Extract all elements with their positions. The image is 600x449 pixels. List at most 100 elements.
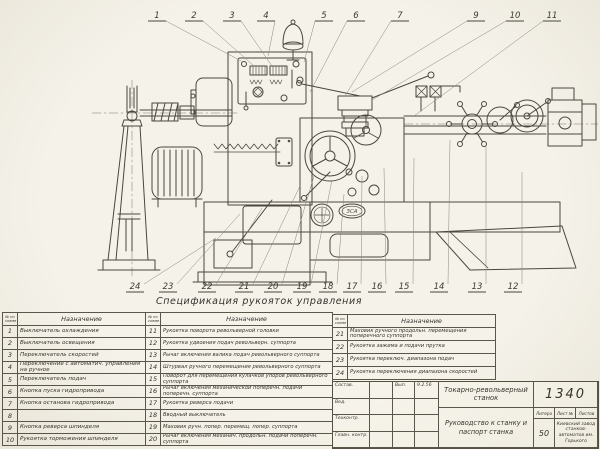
row-number: 10 <box>2 433 18 447</box>
bar-stock-stand <box>97 85 161 271</box>
doc-title: Руководство к станку и паспорт станка <box>439 408 534 448</box>
callout-1: 1 <box>148 11 244 63</box>
sign-signature: Вып. <box>393 382 415 399</box>
sheet-number: 50 <box>534 419 555 448</box>
listov-label: Листов <box>576 408 598 419</box>
sign-signature <box>393 398 415 415</box>
bed-base <box>192 199 577 286</box>
svg-text:24: 24 <box>130 282 141 292</box>
dial-gauge <box>310 203 334 227</box>
sign-date <box>415 431 439 448</box>
callout-2: 2 <box>185 11 255 67</box>
callout-9: 9 <box>351 11 485 93</box>
svg-text:13: 13 <box>472 282 483 292</box>
row-number: 14 <box>145 361 161 374</box>
svg-text:20: 20 <box>268 282 279 292</box>
row-name: Кнопка пуска гидропривода <box>17 385 146 399</box>
litera-label: Литера <box>534 408 555 419</box>
callout-16: 16 <box>368 167 387 293</box>
svg-text:2: 2 <box>191 11 196 21</box>
svg-text:5: 5 <box>321 11 326 21</box>
callout-5: 5 <box>303 11 333 63</box>
row-number: 22 <box>332 340 348 354</box>
row-name: Рукоятка удвоения подач револьверн. супп… <box>160 337 333 350</box>
row-number: 8 <box>2 409 18 423</box>
svg-text:9: 9 <box>473 11 478 21</box>
spindle-bracket <box>190 77 233 127</box>
svg-text:6: 6 <box>353 11 359 21</box>
sign-signature <box>393 415 415 432</box>
callout-19: 19 <box>293 179 333 293</box>
row-number: 15 <box>145 373 161 386</box>
sign-cell <box>370 415 393 432</box>
callout-3: 3 <box>223 11 273 67</box>
list-label: Лист № <box>555 408 576 419</box>
row-number: 12 <box>145 337 161 350</box>
row-name: Рычаг включения валика подач револьверно… <box>160 349 333 362</box>
sign-cell <box>370 382 393 399</box>
machine-drawing: ЗСА 123456791011242322212019181716151413… <box>91 11 599 293</box>
row-number: 7 <box>2 397 18 411</box>
row-number: 13 <box>145 349 161 362</box>
row-number: 4 <box>2 360 18 375</box>
svg-text:4: 4 <box>263 11 268 21</box>
tailstock <box>510 87 597 147</box>
svg-text:7: 7 <box>397 11 403 21</box>
headstock <box>227 51 313 206</box>
row-number: 19 <box>145 421 161 434</box>
sign-cell <box>370 431 393 448</box>
row-number: 11 <box>145 325 161 338</box>
sign-date <box>415 415 439 432</box>
svg-text:14: 14 <box>434 282 445 292</box>
row-number: 20 <box>145 433 161 446</box>
callout-12: 12 <box>504 172 523 293</box>
machine-model: 1340 <box>534 382 598 408</box>
col-header-name: Назначение <box>160 312 333 326</box>
spec-row: 8 <box>2 409 146 423</box>
feed-rack <box>213 137 293 167</box>
callout-24: 24 <box>126 237 217 293</box>
row-number: 9 <box>2 421 18 435</box>
title-block-main: Токарно-револьверный станок 1340 Руковод… <box>439 382 598 448</box>
row-name: Штурвал ручного перемещения револьверног… <box>160 361 333 374</box>
sign-date: 9.2.56 <box>415 382 439 399</box>
sign-date <box>415 398 439 415</box>
svg-text:3: 3 <box>229 11 234 21</box>
callout-7: 7 <box>344 11 409 97</box>
row-name: Кнопка останова гидропривода <box>17 397 146 411</box>
row-number: 3 <box>2 349 18 362</box>
svg-text:12: 12 <box>508 282 519 292</box>
row-number: 21 <box>332 327 348 341</box>
callout-22: 22 <box>198 207 263 293</box>
svg-text:22: 22 <box>202 282 213 292</box>
svg-text:19: 19 <box>297 282 308 292</box>
sign-label: Техконтр. <box>333 415 370 432</box>
